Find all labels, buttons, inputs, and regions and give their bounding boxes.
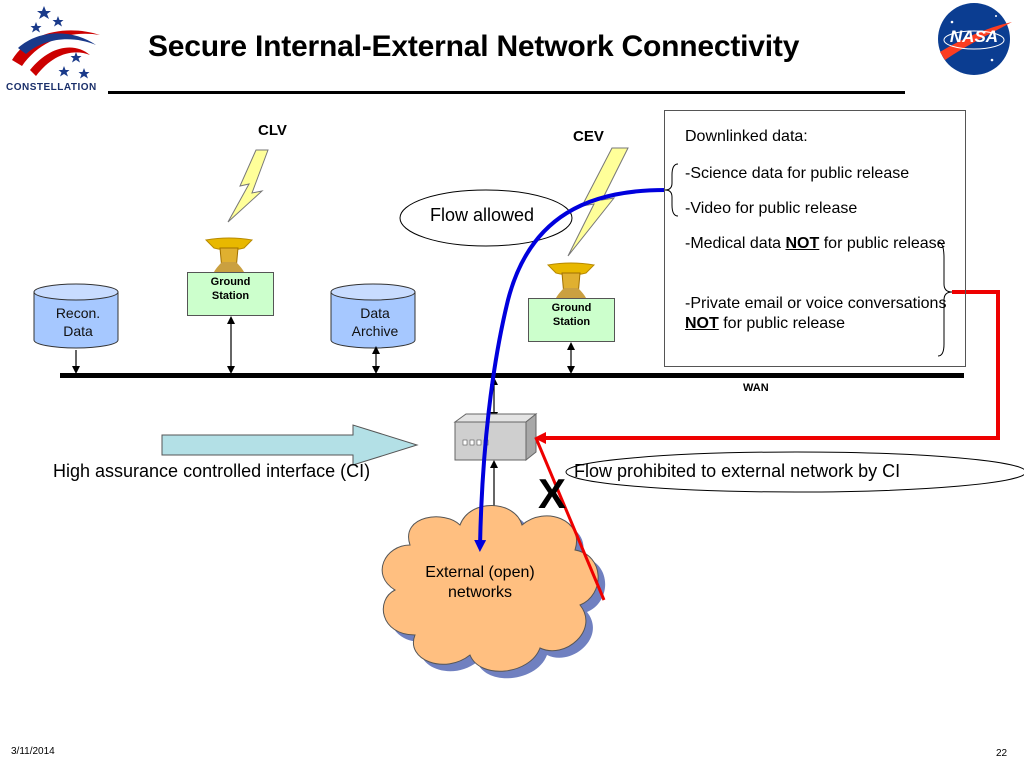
data-archive-line1: Data: [360, 305, 390, 321]
ci-pointer-arrow: [161, 424, 419, 466]
recon-data-label: Recon. Data: [36, 304, 120, 340]
cev-label: CEV: [573, 128, 604, 145]
allowed-flow-line: [474, 188, 666, 552]
recon-data-line1: Recon.: [55, 305, 101, 321]
clv-label: CLV: [258, 122, 287, 139]
medical-not: NOT: [785, 235, 820, 252]
ground-station-2-line2: Station: [552, 316, 591, 328]
data-archive-line2: Archive: [351, 323, 399, 339]
ground-station-1-line1: Ground: [210, 276, 251, 288]
recon-data-line2: Data: [63, 323, 93, 339]
downlink-item-science: -Science data for public release: [685, 165, 910, 182]
constellation-logo: [12, 6, 100, 79]
recon-data-database-icon: [33, 283, 119, 349]
ground-station-2-dish-icon: [546, 262, 596, 298]
downlink-item-medical: -Medical data NOT for public release: [685, 234, 955, 254]
medical-post: for public release: [819, 235, 946, 252]
controlled-interface-device-icon: [453, 412, 538, 462]
medical-pre: -Medical data: [685, 235, 786, 252]
flow-allowed-label: Flow allowed: [430, 205, 535, 225]
external-network-cloud-icon: [381, 505, 606, 679]
downlinked-heading: Downlinked data:: [685, 128, 808, 145]
ground-station-2-line1: Ground: [551, 302, 592, 314]
cev-lightning-icon: [567, 147, 629, 257]
flow-prohibited-label: Flow prohibited to external network by C…: [574, 461, 901, 481]
external-networks-line1: External (open): [425, 564, 535, 581]
flow-prohibited-callout: [565, 451, 1024, 493]
downlinked-data-box: [664, 110, 966, 367]
wan-label: WAN: [743, 382, 769, 394]
private-post: for public release: [718, 315, 846, 332]
downlink-item-private: -Private email or voice conversations NO…: [685, 294, 955, 334]
clv-lightning-icon: [227, 149, 269, 223]
data-archive-database-icon: [330, 283, 416, 349]
ground-station-2: Ground Station: [528, 298, 615, 342]
ground-station-1: Ground Station: [187, 272, 274, 316]
ci-label: High assurance controlled interface (CI): [53, 461, 371, 481]
external-networks-line2: networks: [447, 584, 513, 601]
wan-bus: [60, 373, 964, 378]
downlink-item-video: -Video for public release: [685, 200, 858, 217]
blocked-x-mark: X: [538, 470, 567, 517]
constellation-logo-text: CONSTELLATION: [6, 82, 97, 93]
data-archive-label: Data Archive: [333, 304, 417, 340]
nasa-logo: [938, 3, 1012, 75]
external-networks-label: External (open) networks: [400, 563, 560, 603]
flow-allowed-callout: [399, 189, 573, 247]
footer-page-number: 22: [996, 748, 1008, 759]
footer-date: 3/11/2014: [11, 746, 55, 757]
nasa-logo-text: NASA: [949, 27, 999, 46]
title-underline: [108, 91, 905, 94]
private-not: NOT: [685, 315, 719, 332]
ground-station-1-dish-icon: [204, 237, 254, 272]
prohibited-flow-line: [534, 290, 1000, 444]
private-pre: -Private email or voice conversations: [685, 295, 947, 312]
slide-title: Secure Internal-External Network Connect…: [148, 30, 800, 63]
ground-station-1-line2: Station: [211, 290, 250, 302]
